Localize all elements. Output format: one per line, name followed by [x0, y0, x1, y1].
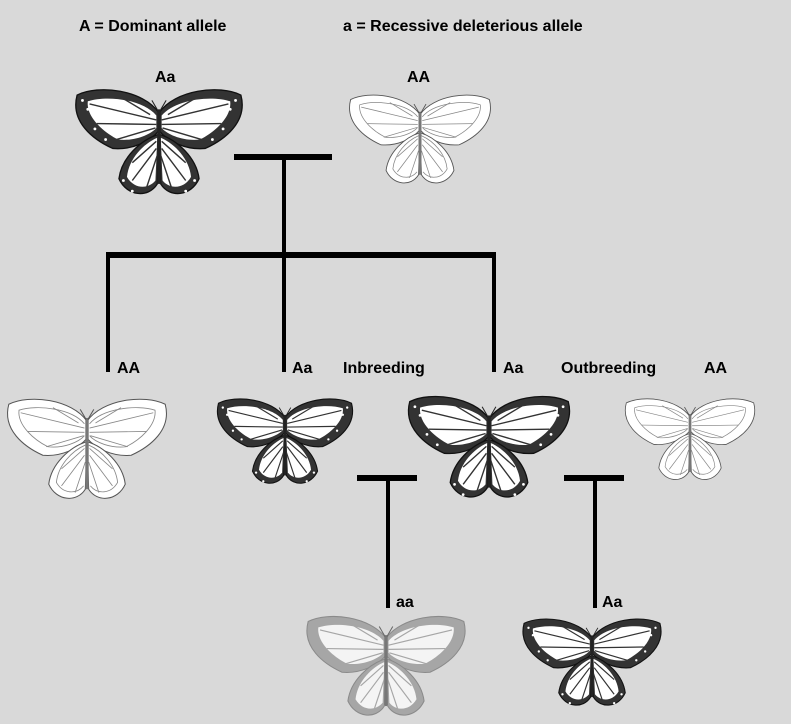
outbreeding-partner-butterfly-icon: [589, 396, 791, 486]
offspring-2-genotype: Aa: [292, 360, 312, 378]
grandchild-1-butterfly-icon: [296, 613, 476, 723]
offspring-1-genotype: AA: [117, 360, 140, 378]
parent-left-genotype: Aa: [155, 69, 175, 87]
legend-dominant: A = Dominant allele: [79, 18, 226, 36]
parent-right-genotype: AA: [407, 69, 430, 87]
outbreeding-label: Outbreeding: [561, 360, 656, 378]
offspring-2-butterfly-icon: [178, 396, 392, 490]
parent-left-butterfly-icon: [70, 86, 248, 202]
inbreeding-label: Inbreeding: [343, 360, 425, 378]
grandchild-2-butterfly-icon: [486, 616, 698, 712]
offspring-1-butterfly-icon: [2, 395, 172, 507]
offspring-3-genotype: Aa: [503, 360, 523, 378]
grandchild-2-genotype: Aa: [602, 594, 622, 612]
parent-right-butterfly-icon: [312, 92, 528, 190]
legend-recessive: a = Recessive deleterious allele: [343, 18, 583, 36]
offspring-3-butterfly-icon: [400, 393, 578, 505]
grandchild-1-genotype: aa: [396, 594, 414, 612]
outbreeding-partner-genotype: AA: [704, 360, 727, 378]
